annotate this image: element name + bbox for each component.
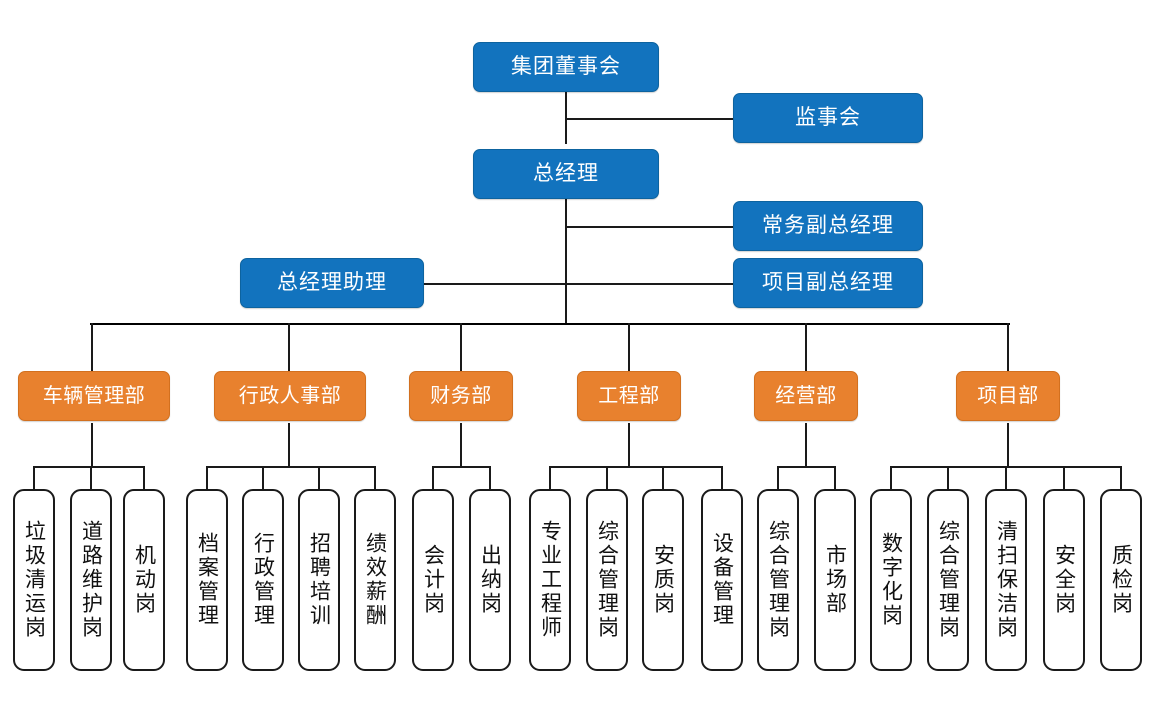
leaf-label: 综合管理岗 [766, 520, 791, 640]
department-bus-bar [90, 323, 1010, 325]
connector-bus-to-dept-1 [91, 323, 93, 371]
connector-dept-3-down [460, 423, 462, 467]
connector-board-to-supervisory [565, 118, 733, 120]
leaf-box[interactable]: 清扫保洁岗 [985, 489, 1027, 671]
connector-dept-6-down [1007, 423, 1009, 467]
leaf-box[interactable]: 绩效薪酬 [354, 489, 396, 671]
connector-gm-down [565, 199, 567, 324]
connector-bus-to-dept-5 [805, 323, 807, 371]
leaf-label: 数字化岗 [879, 532, 904, 628]
leaf-box[interactable]: 出纳岗 [469, 489, 511, 671]
leaf-box[interactable]: 设备管理 [701, 489, 743, 671]
leaf-box[interactable]: 综合管理岗 [927, 489, 969, 671]
leaf-label: 招聘培训 [307, 532, 332, 628]
node-department-project[interactable]: 项目部 [956, 371, 1060, 421]
node-department-finance[interactable]: 财务部 [409, 371, 513, 421]
node-project-deputy-gm[interactable]: 项目副总经理 [733, 258, 923, 308]
connector-bus-to-dept-2 [288, 323, 290, 371]
node-executive-deputy-gm[interactable]: 常务副总经理 [733, 201, 923, 251]
subbus-dept-5 [777, 466, 834, 468]
leaf-box[interactable]: 招聘培训 [298, 489, 340, 671]
leaf-box[interactable]: 专业工程师 [529, 489, 571, 671]
leaf-box[interactable]: 安全岗 [1043, 489, 1085, 671]
connector-gm-assistant [424, 283, 567, 285]
connector-bus-to-dept-3 [460, 323, 462, 371]
leaf-box[interactable]: 档案管理 [186, 489, 228, 671]
connector-leaf-11 [606, 466, 608, 490]
leaf-box[interactable]: 数字化岗 [870, 489, 912, 671]
connector-leaf-14 [777, 466, 779, 490]
connector-leaf-18 [1005, 466, 1007, 490]
connector-leaf-5 [262, 466, 264, 490]
node-general-manager[interactable]: 总经理 [473, 149, 659, 199]
leaf-label: 设备管理 [710, 532, 735, 628]
leaf-box[interactable]: 行政管理 [242, 489, 284, 671]
connector-leaf-20 [1120, 466, 1122, 490]
connector-leaf-6 [318, 466, 320, 490]
connector-bus-to-dept-4 [628, 323, 630, 371]
leaf-box[interactable]: 道路维护岗 [70, 489, 112, 671]
leaf-label: 行政管理 [251, 532, 276, 628]
node-board[interactable]: 集团董事会 [473, 42, 659, 92]
connector-leaf-4 [206, 466, 208, 490]
connector-leaf-16 [890, 466, 892, 490]
leaf-label: 市场部 [823, 544, 848, 616]
connector-leaf-17 [947, 466, 949, 490]
leaf-box[interactable]: 综合管理岗 [757, 489, 799, 671]
connector-leaf-7 [374, 466, 376, 490]
subbus-dept-3 [432, 466, 489, 468]
leaf-box[interactable]: 机动岗 [123, 489, 165, 671]
node-department-vehicle[interactable]: 车辆管理部 [18, 371, 170, 421]
connector-leaf-9 [489, 466, 491, 490]
subbus-dept-1 [33, 466, 143, 468]
subbus-dept-2 [206, 466, 374, 468]
subbus-dept-4 [549, 466, 722, 468]
leaf-label: 安全岗 [1052, 544, 1077, 616]
leaf-label: 专业工程师 [538, 520, 563, 640]
leaf-label: 机动岗 [132, 544, 157, 616]
node-department-operations[interactable]: 经营部 [754, 371, 858, 421]
leaf-label: 质检岗 [1109, 544, 1134, 616]
connector-leaf-13 [721, 466, 723, 490]
leaf-label: 会计岗 [421, 544, 446, 616]
leaf-label: 出纳岗 [478, 544, 503, 616]
connector-dept-2-down [288, 423, 290, 467]
leaf-label: 综合管理岗 [936, 520, 961, 640]
connector-leaf-1 [33, 466, 35, 490]
node-department-engineering[interactable]: 工程部 [577, 371, 681, 421]
leaf-label: 安质岗 [651, 544, 676, 616]
leaf-box[interactable]: 质检岗 [1100, 489, 1142, 671]
connector-dept-5-down [805, 423, 807, 467]
connector-leaf-15 [834, 466, 836, 490]
node-gm-assistant[interactable]: 总经理助理 [240, 258, 424, 308]
leaf-label: 绩效薪酬 [363, 532, 388, 628]
connector-leaf-12 [662, 466, 664, 490]
leaf-box[interactable]: 会计岗 [412, 489, 454, 671]
connector-gm-to-exec-deputy [565, 226, 733, 228]
leaf-label: 道路维护岗 [79, 520, 104, 640]
node-supervisory-board[interactable]: 监事会 [733, 93, 923, 143]
leaf-box[interactable]: 安质岗 [642, 489, 684, 671]
connector-leaf-19 [1063, 466, 1065, 490]
leaf-box[interactable]: 综合管理岗 [586, 489, 628, 671]
connector-leaf-8 [432, 466, 434, 490]
leaf-box[interactable]: 垃圾清运岗 [13, 489, 55, 671]
connector-bus-to-dept-6 [1007, 323, 1009, 371]
leaf-box[interactable]: 市场部 [814, 489, 856, 671]
connector-gm-to-project-deputy [565, 283, 733, 285]
connector-dept-4-down [628, 423, 630, 467]
connector-leaf-10 [549, 466, 551, 490]
node-department-admin-hr[interactable]: 行政人事部 [214, 371, 366, 421]
connector-dept-1-down [91, 423, 93, 467]
leaf-label: 清扫保洁岗 [994, 520, 1019, 640]
connector-leaf-3 [143, 466, 145, 490]
leaf-label: 垃圾清运岗 [22, 520, 47, 640]
leaf-label: 档案管理 [195, 532, 220, 628]
leaf-label: 综合管理岗 [595, 520, 620, 640]
connector-leaf-2 [90, 466, 92, 490]
